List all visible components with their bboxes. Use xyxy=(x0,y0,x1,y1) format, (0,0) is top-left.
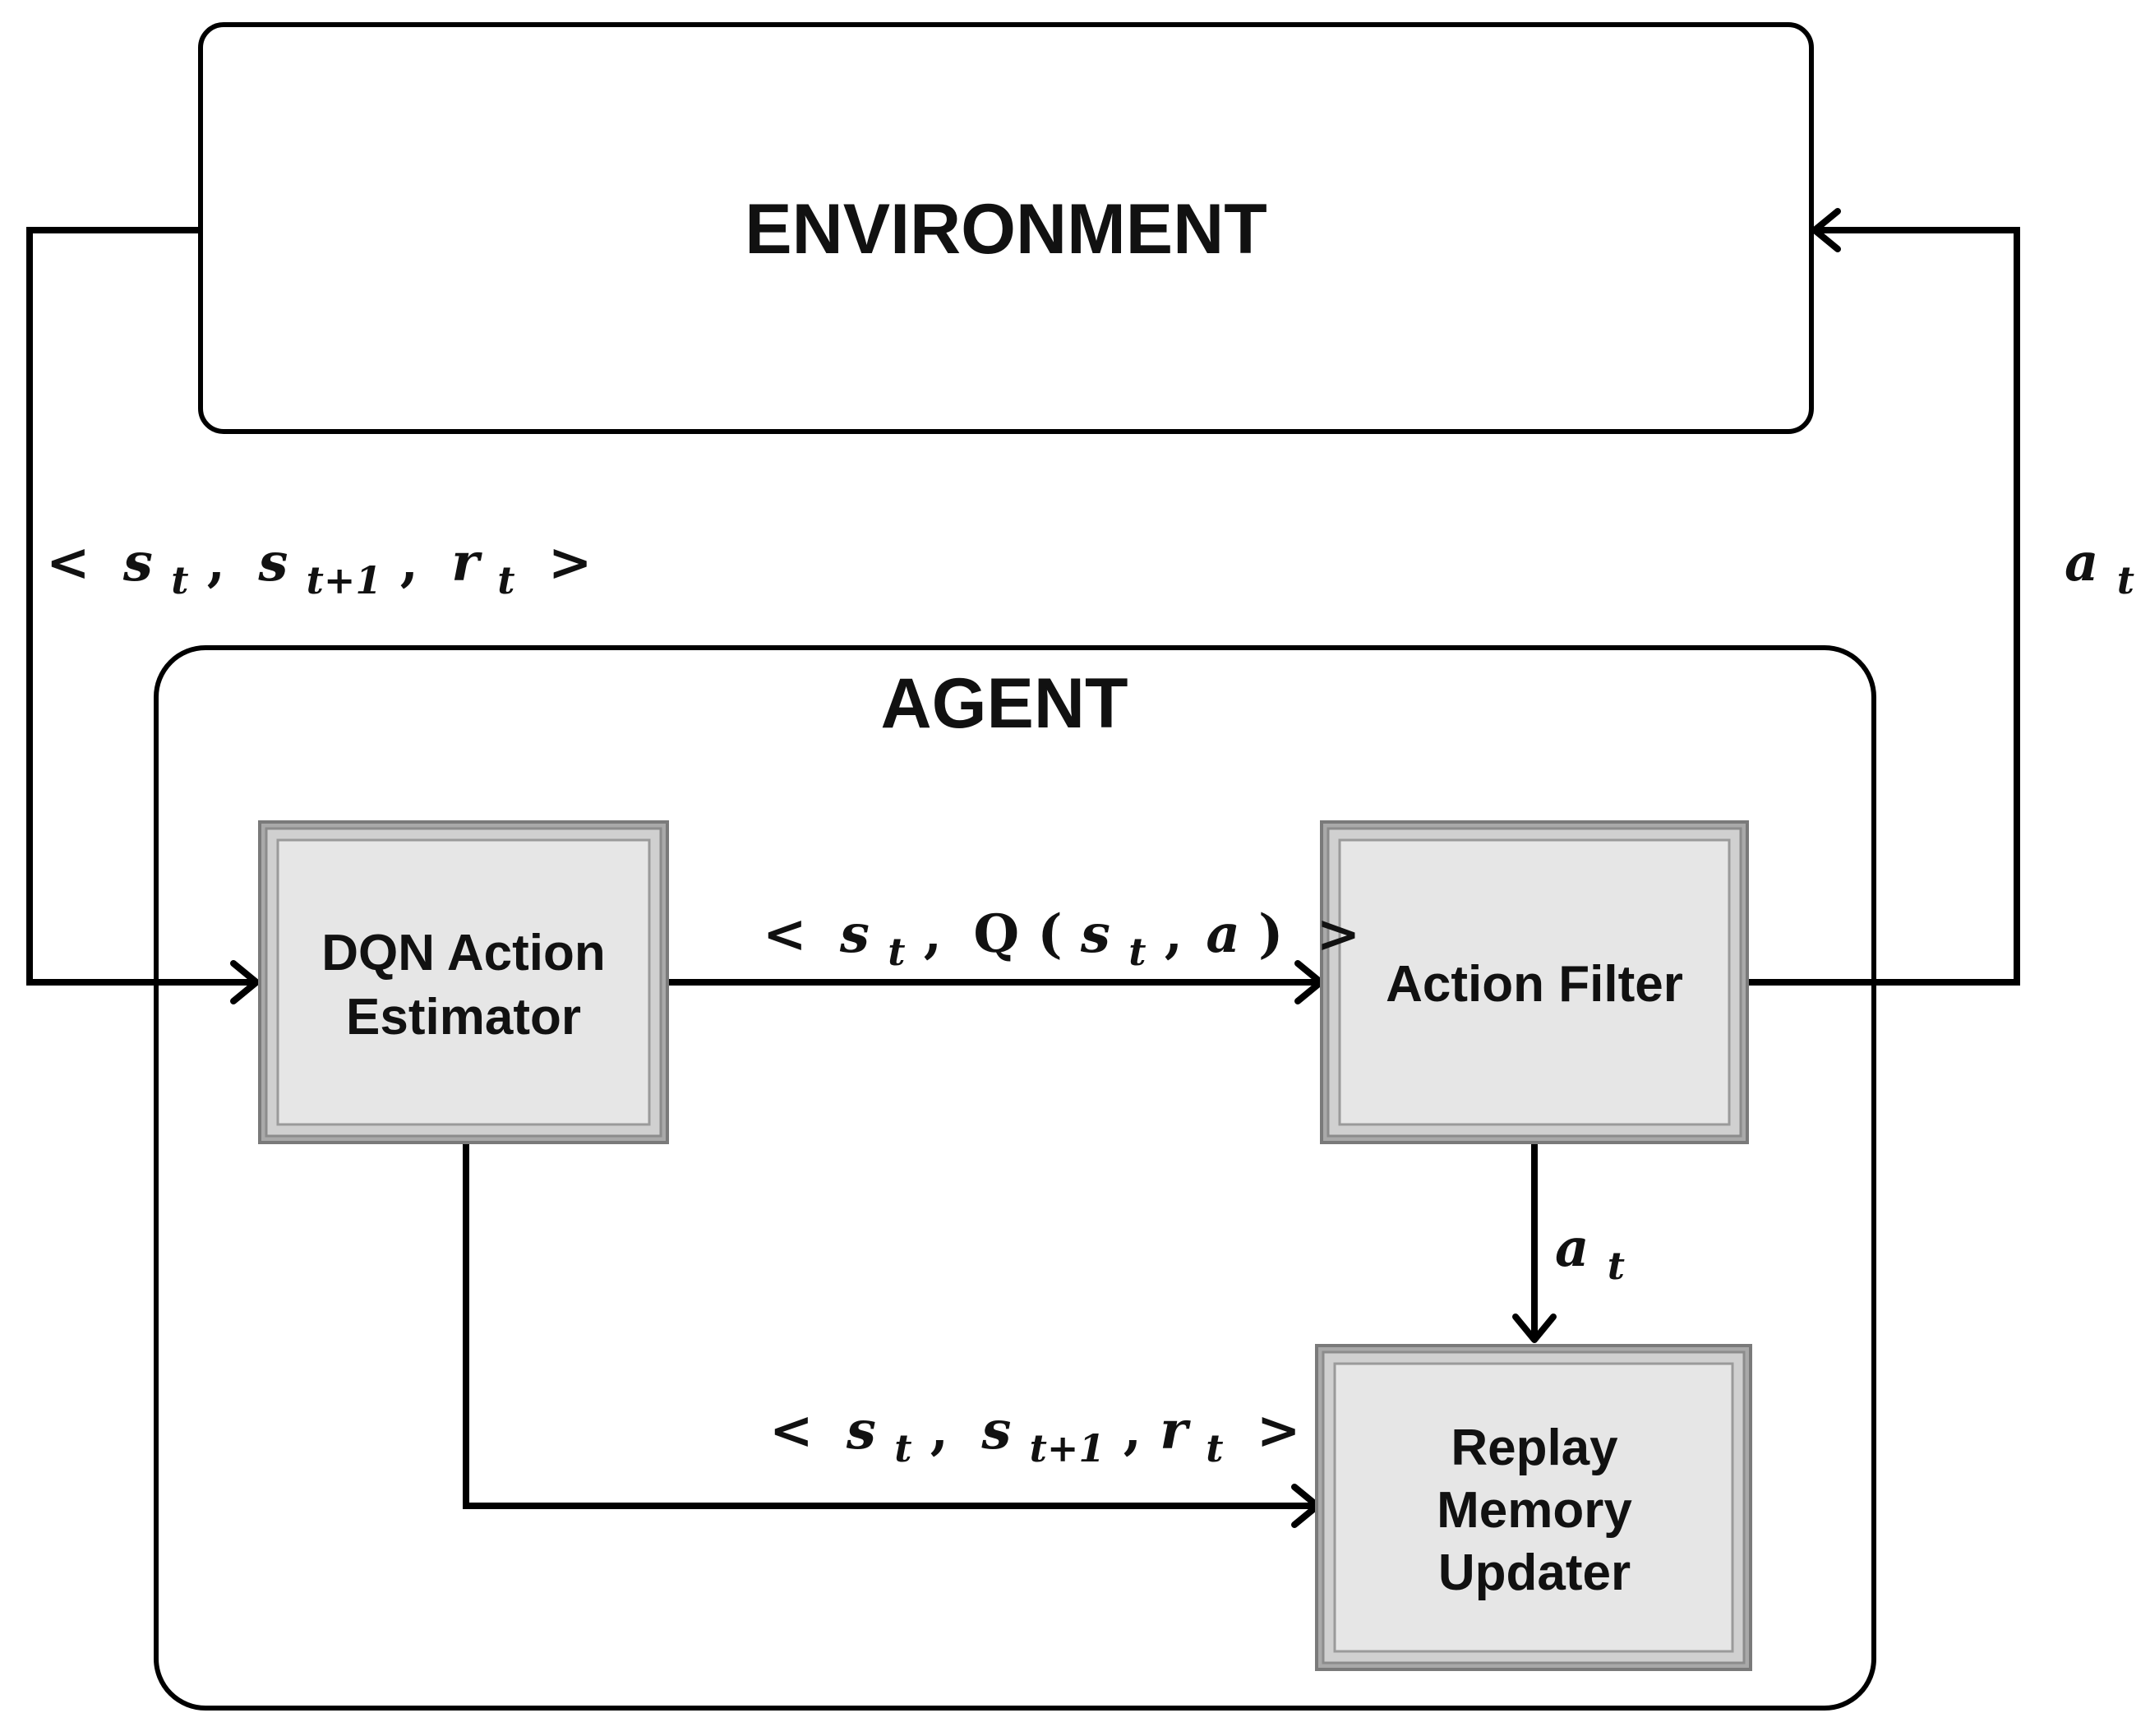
t-subscript: t xyxy=(888,930,905,974)
t-subscript: t xyxy=(1128,930,1146,974)
t-plus-1-subscript: t+1 xyxy=(307,558,382,603)
dqn-estimator-label-line2: Estimator xyxy=(346,989,581,1046)
estimator-to-filter-edge-label: < s t , Q ( s t , a ) > xyxy=(763,903,1360,978)
replay-label-line1: Replay xyxy=(1451,1420,1618,1476)
comma-separator: , xyxy=(207,532,225,593)
comma-separator: , xyxy=(400,532,418,593)
s-symbol: s xyxy=(257,532,288,593)
close-angle: > xyxy=(548,532,593,593)
filter-to-env-line xyxy=(1746,227,2020,986)
t-subscript: t xyxy=(2117,558,2134,603)
agent-label: AGENT xyxy=(881,664,1128,743)
env-to-agent-edge-label: < s t , s t+1 , r t > xyxy=(46,532,592,607)
a-symbol: a xyxy=(1206,903,1239,965)
comma-separator: , xyxy=(924,903,942,965)
estimator-to-replay-edge-label: < s t , s t+1 , r t > xyxy=(769,1400,1300,1475)
env-to-estimator-line xyxy=(26,227,255,986)
filter-to-replay-edge-label: a t xyxy=(1555,1217,1625,1288)
left-paren: ( xyxy=(1037,903,1062,965)
t-subscript: t xyxy=(1608,1244,1625,1288)
environment-box: ENVIRONMENT xyxy=(198,22,1814,434)
comma-separator: , xyxy=(1123,1400,1142,1461)
t-subscript: t xyxy=(894,1426,911,1471)
replay-memory-updater-box: Replay Memory Updater xyxy=(1315,1344,1752,1671)
a-symbol: a xyxy=(1555,1217,1589,1279)
t-subscript: t xyxy=(171,558,188,603)
replay-label-line2: Memory xyxy=(1437,1482,1632,1539)
open-angle: < xyxy=(46,532,90,593)
filter-to-env-arrowhead xyxy=(1811,208,1841,252)
s-symbol: s xyxy=(839,903,870,965)
q-symbol: Q xyxy=(973,903,1019,965)
a-symbol: a xyxy=(2065,532,2098,593)
dqn-estimator-label-line1: DQN Action xyxy=(321,925,606,981)
action-filter-box: Action Filter xyxy=(1320,820,1749,1144)
s-symbol: s xyxy=(122,532,153,593)
s-symbol: s xyxy=(846,1400,876,1461)
t-subscript: t xyxy=(1206,1426,1223,1471)
s-symbol: s xyxy=(1080,903,1110,965)
comma-separator: , xyxy=(930,1400,948,1461)
r-symbol: r xyxy=(451,532,482,593)
filter-to-replay-arrowhead xyxy=(1512,1314,1557,1343)
t-subscript: t xyxy=(497,558,514,603)
open-angle: < xyxy=(769,1400,814,1461)
action-filter-label: Action Filter xyxy=(1386,956,1683,1013)
open-angle: < xyxy=(763,903,807,965)
s-symbol: s xyxy=(980,1400,1011,1461)
action-out-edge-label: a t xyxy=(2065,532,2134,603)
right-paren: ) xyxy=(1258,903,1283,965)
environment-label: ENVIRONMENT xyxy=(745,190,1266,269)
t-plus-1-subscript: t+1 xyxy=(1030,1426,1105,1471)
replay-label-line3: Updater xyxy=(1438,1544,1631,1601)
r-symbol: r xyxy=(1160,1400,1191,1461)
env-to-estimator-arrowhead xyxy=(230,960,260,1004)
close-angle: > xyxy=(1317,903,1361,965)
dqn-action-estimator-box: DQN Action Estimator xyxy=(258,820,669,1144)
close-angle: > xyxy=(1257,1400,1301,1461)
comma-separator: , xyxy=(1165,903,1183,965)
estimator-to-replay-line xyxy=(463,1143,1315,1509)
